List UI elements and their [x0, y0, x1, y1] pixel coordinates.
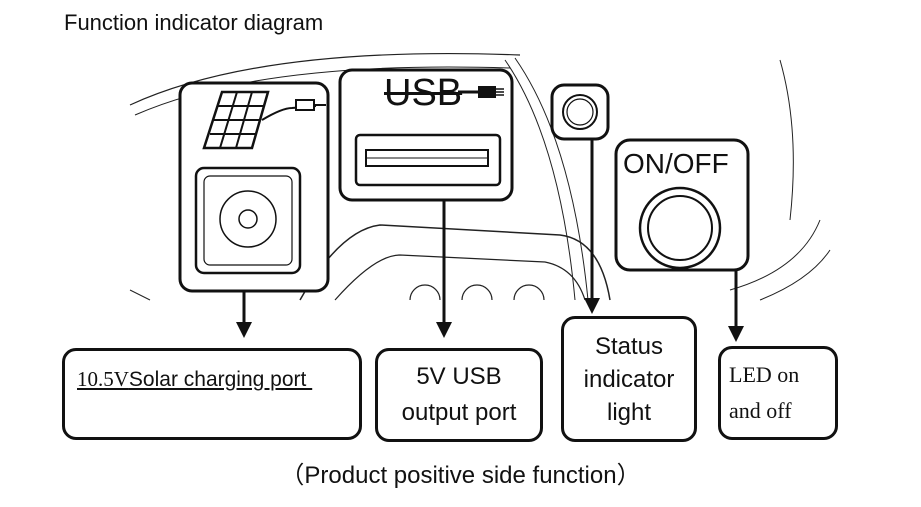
device-outline-right-2 — [759, 249, 831, 301]
device-outline-arc — [129, 52, 521, 106]
solar-panel-icon — [202, 90, 326, 150]
solar-port-label: 10.5VSolar charging port — [77, 367, 312, 392]
vent-hole — [513, 284, 545, 301]
solar-port-voltage: 10.5V — [77, 367, 129, 391]
usb-plug-icon — [458, 86, 504, 98]
arrow-power — [728, 270, 744, 342]
device-outline-right-3 — [779, 59, 794, 221]
arrow-usb — [436, 200, 452, 338]
device-outline-right — [729, 219, 821, 291]
recess-outline — [299, 224, 611, 301]
device-outline-curve-2 — [514, 57, 589, 301]
arrow-solar — [236, 291, 252, 338]
vent-hole — [409, 284, 441, 301]
usb-port-label-box: 5V USB output port — [375, 348, 543, 442]
diagram-title: Function indicator diagram — [64, 10, 324, 35]
device-outline-arc-inner — [134, 66, 511, 116]
diagram-caption: （Product positive side function） — [280, 462, 641, 489]
status-light-label-box: Status indicator light — [561, 316, 697, 442]
device-outline-left — [129, 289, 151, 301]
vent-hole — [461, 284, 493, 301]
solar-port-text: Solar charging port — [128, 368, 313, 391]
usb-port-icon — [354, 133, 502, 187]
arrow-status — [584, 139, 600, 314]
device-outline-curve — [504, 59, 576, 301]
dc-jack-icon — [194, 166, 302, 275]
power-button-icon — [638, 186, 722, 270]
solar-port-label-box: 10.5VSolar charging port — [62, 348, 362, 440]
power-button-label: ON/OFF — [623, 148, 729, 179]
recess-outline-inner — [334, 254, 586, 301]
status-light-icon — [562, 94, 598, 130]
usb-logo-text: USB — [384, 72, 463, 114]
led-label-box: LED on and off — [718, 346, 838, 440]
